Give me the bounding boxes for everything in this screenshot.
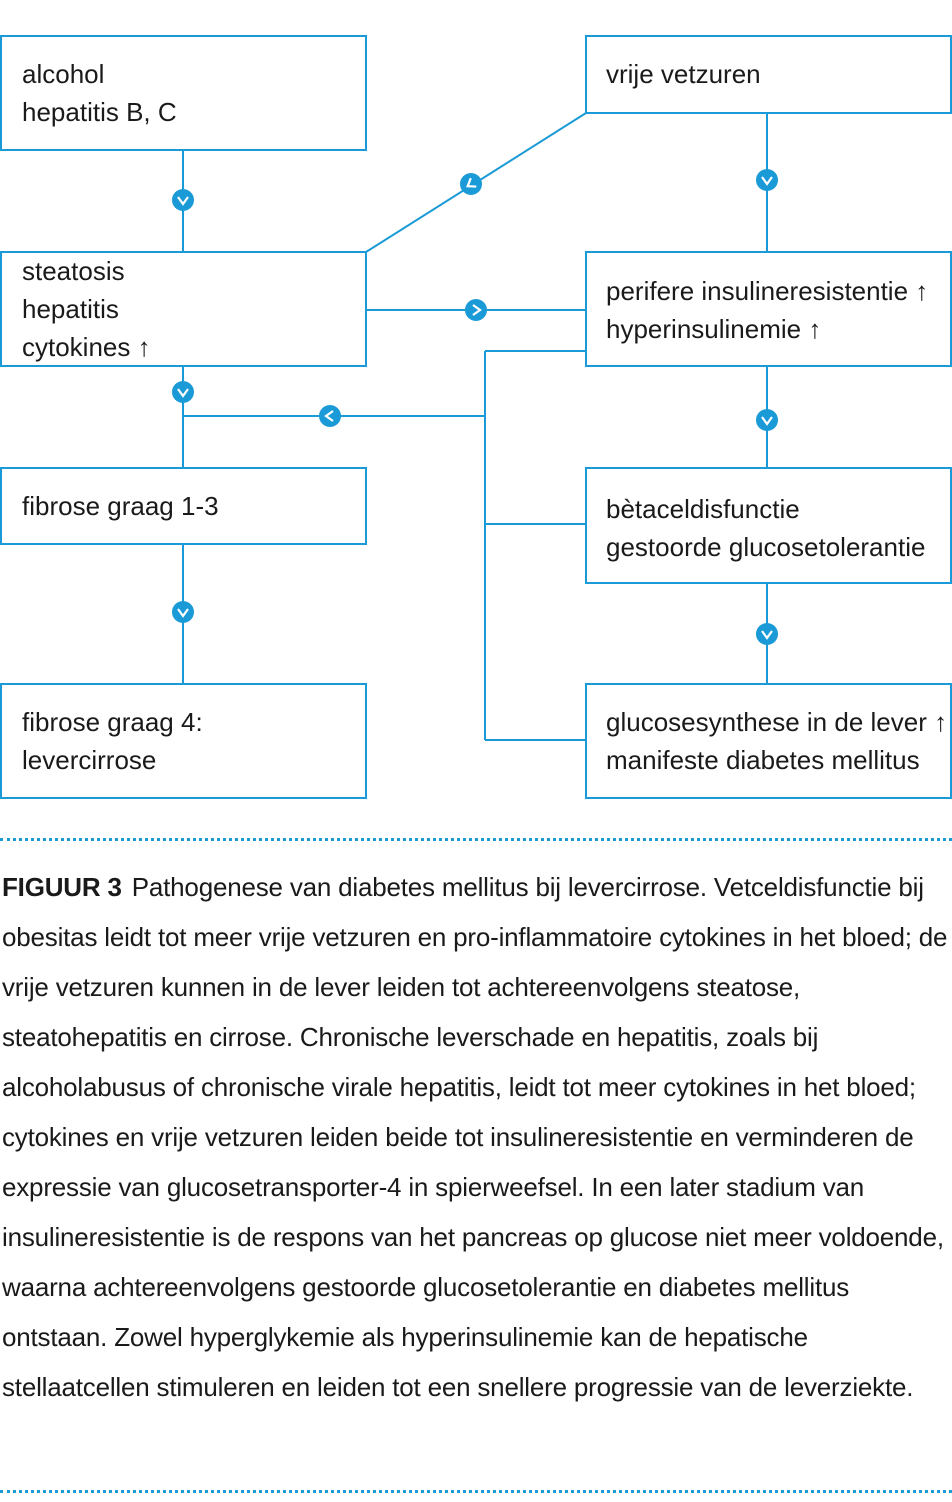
- arrow-left-icon: [319, 405, 341, 427]
- arrow-down-icon: [756, 623, 778, 645]
- divider-top: [0, 838, 952, 841]
- box-alcohol: [0, 35, 367, 151]
- arrow-down-left-icon: [460, 173, 482, 195]
- box-vrije-vetzuren: [585, 35, 952, 114]
- box-fibrose-1-3: [0, 467, 367, 545]
- pathogenesis-diagram: alcohol hepatitis B, C steatosis hepatit…: [0, 35, 952, 799]
- arrow-right-icon: [465, 299, 487, 321]
- text-glucosesynthese: glucosesynthese in de lever ↑ manifeste …: [606, 707, 952, 775]
- text-steatosis: steatosis hepatitis cytokines ↑: [22, 256, 151, 362]
- text-fibrose-4: fibrose graag 4: levercirrose: [22, 707, 210, 775]
- text-vrije-vetzuren: vrije vetzuren: [606, 59, 761, 89]
- text-betaceldisfunctie: bètaceldisfunctie gestoorde glucosetoler…: [606, 494, 925, 562]
- box-glucosesynthese: [585, 683, 952, 799]
- text-insulineresistentie: perifere insulineresistentie ↑ hyperinsu…: [606, 276, 936, 344]
- box-steatosis: [0, 251, 367, 367]
- arrow-down-icon: [756, 169, 778, 191]
- arrow-markers: [172, 169, 778, 645]
- arrow-down-icon: [172, 189, 194, 211]
- box-insulineresistentie: [585, 251, 952, 367]
- box-fibrose-4: [0, 683, 367, 799]
- box-betaceldisfunctie: [585, 467, 952, 584]
- caption-label: FIGUUR 3: [2, 872, 122, 902]
- arrow-down-icon: [172, 381, 194, 403]
- arrow-down-icon: [172, 601, 194, 623]
- arrow-down-icon: [756, 409, 778, 431]
- connectors: [182, 112, 768, 741]
- divider-bottom: [0, 1490, 952, 1493]
- text-alcohol: alcohol hepatitis B, C: [22, 59, 177, 127]
- text-fibrose-1-3: fibrose graag 1-3: [22, 491, 219, 521]
- caption-text: Pathogenese van diabetes mellitus bij le…: [2, 872, 948, 1402]
